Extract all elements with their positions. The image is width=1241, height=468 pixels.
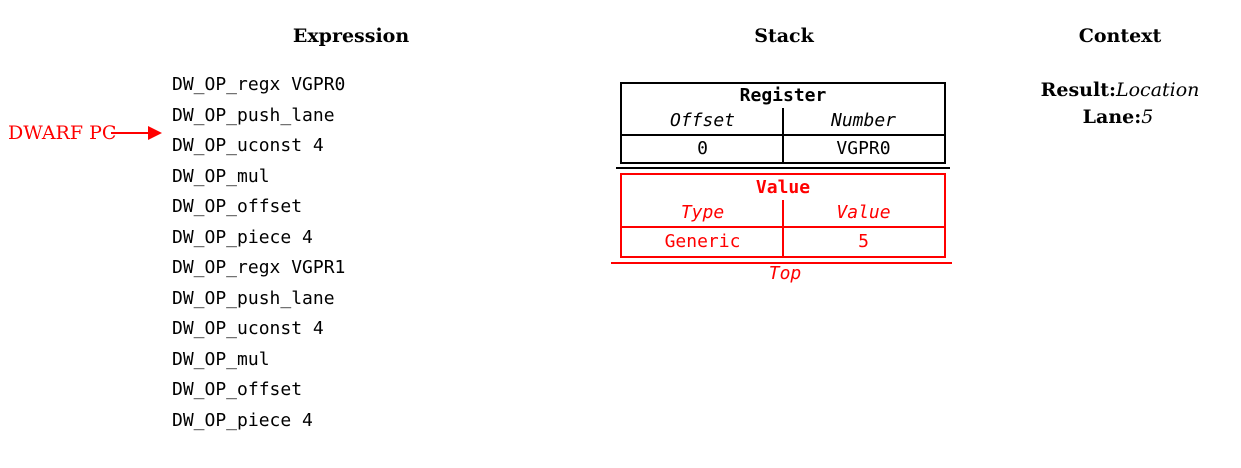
register-number-value: VGPR0 — [836, 138, 891, 159]
expression-op: DW_OP_push_lane — [172, 287, 335, 309]
lane-value: 5 — [1141, 106, 1154, 128]
register-column-divider — [782, 108, 784, 162]
register-offset-value: 0 — [697, 138, 708, 159]
register-number-label: Number — [830, 110, 897, 131]
dwarf-pc-label: DWARF PC — [8, 122, 117, 144]
expression-op: DW_OP_piece 4 — [172, 226, 313, 248]
stack-column-header: Stack — [754, 25, 814, 47]
expression-op-list: DW_OP_regx VGPR0 DW_OP_push_lane DW_OP_u… — [172, 70, 345, 436]
expression-op: DW_OP_uconst 4 — [172, 318, 324, 339]
stack-top-separator-line — [611, 262, 952, 264]
dwarf-pc-arrow-icon — [148, 126, 162, 140]
stack-entry-value: Value Type Value Generic 5 — [620, 173, 946, 258]
result-value: Location — [1115, 79, 1200, 101]
lane-label: Lane: — [1082, 106, 1142, 128]
expression-op: DW_OP_piece 4 — [172, 409, 313, 431]
context-lane-line: Lane:5 — [1083, 106, 1154, 128]
stack-entry-register: Register Offset Number 0 VGPR0 — [620, 82, 946, 164]
expression-op: DW_OP_mul — [172, 165, 270, 187]
value-table-title: Value — [755, 177, 811, 198]
expression-op: DW_OP_push_lane — [172, 104, 335, 126]
value-value-value: 5 — [858, 231, 869, 252]
expression-op: DW_OP_offset — [172, 379, 303, 400]
expression-column-header: Expression — [292, 25, 410, 47]
register-table-title: Register — [739, 85, 827, 106]
expression-op: DW_OP_uconst 4 — [172, 135, 324, 156]
value-type-value: Generic — [664, 231, 741, 252]
context-result-line: Result:Location — [1041, 79, 1200, 101]
expression-op: DW_OP_offset — [172, 196, 303, 217]
register-offset-label: Offset — [669, 110, 736, 131]
value-value-label: Value — [836, 202, 891, 223]
stack-top-label: Top — [768, 263, 802, 284]
stack-separator-line — [616, 167, 950, 169]
result-label: Result: — [1040, 79, 1116, 101]
value-type-label: Type — [680, 202, 725, 223]
expression-op: DW_OP_regx VGPR1 — [172, 257, 346, 278]
context-column-header: Context — [1078, 25, 1162, 47]
expression-op: DW_OP_mul — [172, 348, 270, 370]
dwarf-pc-arrow-line — [111, 132, 148, 134]
value-column-divider — [782, 200, 784, 256]
expression-op: DW_OP_regx VGPR0 — [172, 74, 346, 95]
